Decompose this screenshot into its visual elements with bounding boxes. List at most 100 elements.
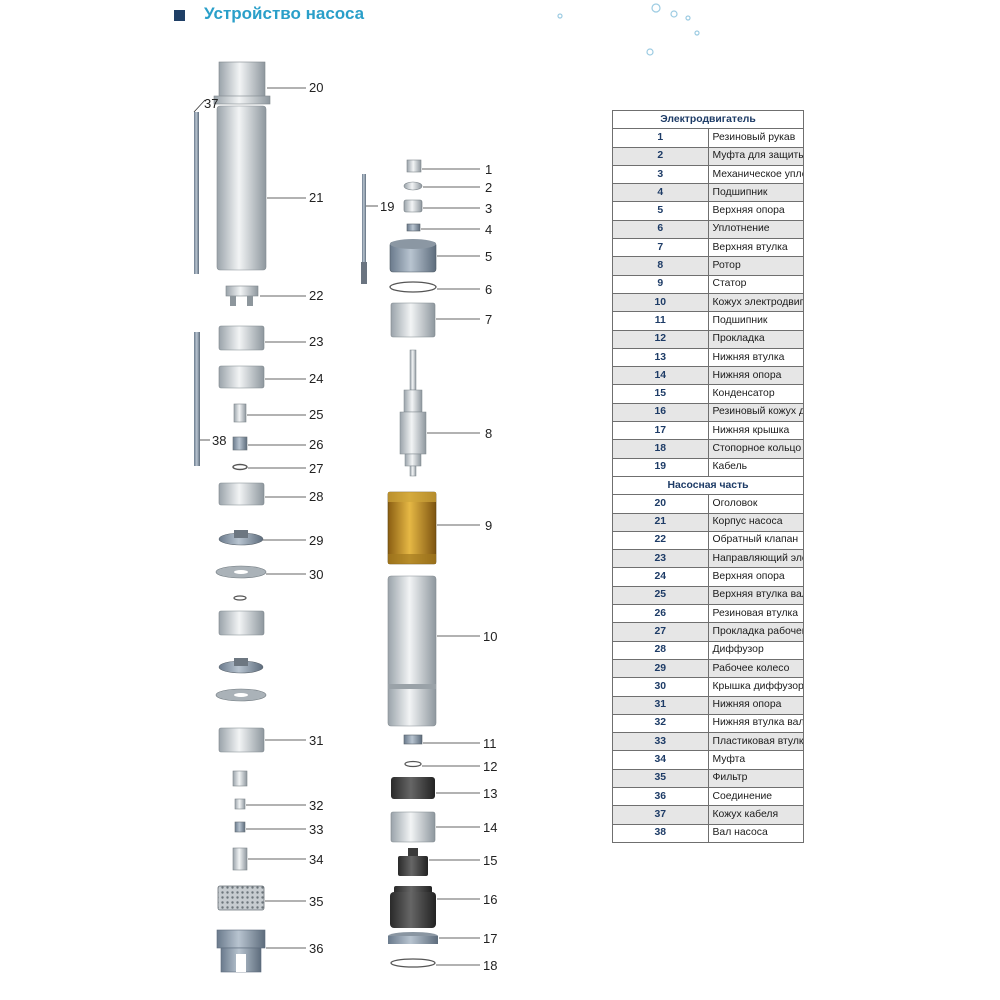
part-name: Муфта (707, 750, 804, 770)
part-number: 25 (612, 585, 709, 606)
part-name: Нижняя опора (707, 366, 804, 386)
part-name: Пластиковая втулка (707, 732, 804, 752)
label-12: 12 (483, 759, 497, 774)
part-name: Нижняя втулка вала (707, 713, 804, 734)
part-name: Верхняя втулка вала (707, 585, 804, 606)
part-number: 37 (612, 805, 709, 825)
part-number: 3 (612, 164, 709, 185)
part-name: Направляющий элемент (707, 549, 804, 569)
part-name: Крышка диффузора (707, 677, 804, 697)
label-25: 25 (309, 407, 323, 422)
label-10: 10 (483, 629, 497, 644)
stage-repeat-impeller (218, 658, 264, 674)
stage-repeat-gasket (233, 595, 247, 601)
part-number: 21 (612, 512, 709, 532)
part-number: 34 (612, 750, 709, 770)
part-number: 17 (612, 421, 709, 441)
part-16-oil-rubber-cover (390, 886, 436, 928)
part-10-motor-housing (387, 575, 437, 727)
part-name: Стопорное кольцо (707, 439, 804, 459)
part-13-lower-sleeve (391, 777, 435, 799)
label-38: 38 (212, 433, 226, 448)
part-30-diffuser-cover (215, 565, 267, 579)
part-number: 16 (612, 402, 709, 423)
label-20: 20 (309, 80, 323, 95)
part-32-lower-shaft-sleeve (234, 798, 246, 810)
label-36: 36 (309, 941, 323, 956)
part-6-seal-ring (389, 281, 437, 293)
part-number: 23 (612, 549, 709, 569)
part-name: Кожух электродвигателя (707, 292, 804, 313)
part-number: 6 (612, 219, 709, 240)
part-1-rubber-sleeve (406, 159, 422, 173)
part-3-mechanical-seal (403, 199, 423, 213)
part-9-stator (387, 491, 437, 565)
label-27: 27 (309, 461, 323, 476)
label-35: 35 (309, 894, 323, 909)
part-number: 14 (612, 366, 709, 386)
part-26-rubber-sleeve (232, 436, 248, 451)
part-number: 32 (612, 713, 709, 734)
part-number: 9 (612, 274, 709, 294)
section-header-pump: Насосная часть (612, 475, 804, 496)
page-title: Устройство насоса (204, 4, 365, 23)
part-number: 36 (612, 786, 709, 807)
part-name: Верхняя опора (707, 201, 804, 221)
label-26: 26 (309, 437, 323, 452)
part-number: 18 (612, 439, 709, 459)
label-22: 22 (309, 288, 323, 303)
part-15-capacitor (398, 848, 428, 876)
part-number: 13 (612, 347, 709, 368)
part-12-gasket (404, 760, 422, 768)
part-23-guide-element (218, 325, 265, 351)
part-name: Верхняя втулка (707, 238, 804, 258)
part-name: Подшипник (707, 183, 804, 203)
part-name: Оголовок (707, 494, 804, 514)
part-name: Рабочее колесо (707, 658, 804, 679)
label-29: 29 (309, 533, 323, 548)
stage-repeat-diffuser (218, 610, 265, 636)
part-4-bearing (406, 223, 421, 232)
label-21: 21 (309, 190, 323, 205)
part-number: 26 (612, 604, 709, 624)
label-9: 9 (485, 518, 492, 533)
label-37: 37 (204, 96, 218, 111)
part-number: 1 (612, 128, 709, 148)
part-2-sand-coupling (403, 181, 423, 191)
label-5: 5 (485, 249, 492, 264)
part-name: Нижняя крышка (707, 421, 804, 441)
water-droplets-decoration (557, 3, 700, 56)
part-number: 30 (612, 677, 709, 697)
part-22-check-valve (225, 285, 259, 306)
part-name: Прокладка (707, 329, 804, 349)
label-18: 18 (483, 958, 497, 973)
part-number: 4 (612, 183, 709, 203)
part-name: Нижняя втулка (707, 347, 804, 368)
callout-labels: 20 37 21 22 23 24 25 38 26 27 28 29 30 3… (204, 80, 497, 973)
part-name: Вал насоса (707, 823, 804, 843)
part-name: Статор (707, 274, 804, 294)
label-23: 23 (309, 334, 323, 349)
part-number: 28 (612, 640, 709, 660)
